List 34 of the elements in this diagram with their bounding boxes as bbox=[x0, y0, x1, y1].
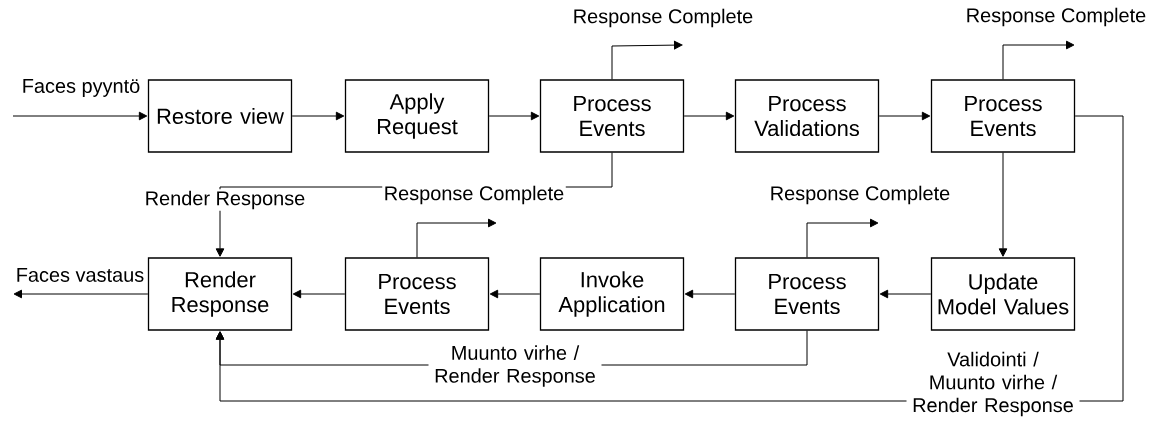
arrow bbox=[683, 111, 735, 121]
arrow bbox=[998, 152, 1008, 257]
edge-label: Render Response bbox=[143, 189, 307, 211]
edge-label: Faces pyyntö bbox=[20, 77, 142, 99]
process-box: Process Events bbox=[344, 257, 490, 331]
arrow bbox=[488, 111, 540, 121]
edge-label: Response Complete bbox=[964, 6, 1148, 28]
arrow bbox=[13, 289, 149, 299]
arrow bbox=[879, 289, 932, 299]
process-box: Invoke Application bbox=[539, 257, 685, 331]
arrow bbox=[878, 111, 931, 121]
arrow bbox=[292, 289, 346, 299]
arrow bbox=[291, 111, 345, 121]
arrow bbox=[12, 111, 148, 121]
process-box: Render Response bbox=[147, 257, 293, 331]
edge-label: Response Complete bbox=[382, 184, 566, 206]
process-box: Update Model Values bbox=[930, 257, 1076, 331]
arrow bbox=[806, 218, 879, 258]
edge-label: Response Complete bbox=[768, 184, 952, 206]
process-box: Process Events bbox=[930, 79, 1076, 153]
process-box: Process Events bbox=[734, 257, 880, 331]
arrow bbox=[416, 218, 497, 258]
edge-label: Response Complete bbox=[571, 7, 755, 29]
arrow bbox=[611, 40, 683, 80]
edge-label: Muunto virhe / Render Response bbox=[428, 343, 602, 389]
process-box: Restore view bbox=[147, 79, 293, 153]
arrow bbox=[1002, 40, 1075, 80]
arrow bbox=[684, 289, 736, 299]
process-box: Process Validations bbox=[734, 79, 880, 153]
process-box: Apply Request bbox=[344, 79, 490, 153]
edge-label: Validointi / Muunto virhe / Render Response bbox=[906, 350, 1080, 418]
arrow bbox=[489, 289, 541, 299]
process-box: Process Events bbox=[539, 79, 685, 153]
edge-label: Faces vastaus bbox=[14, 266, 146, 284]
